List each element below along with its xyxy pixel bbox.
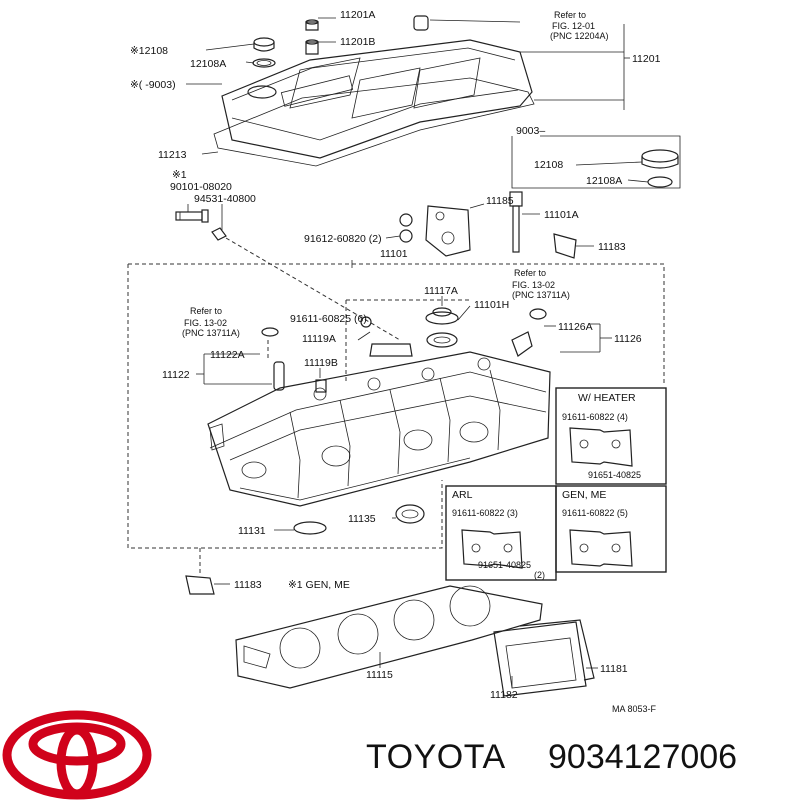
label-11183-top: 11183	[598, 241, 626, 253]
label-11101A: 11101A	[544, 209, 579, 221]
refer2-line2: FIG. 13-02	[184, 318, 227, 328]
label-9003: 9003–	[516, 125, 545, 137]
label-12108A: 12108A	[190, 58, 226, 70]
label-ma-code: MA 8053-F	[612, 704, 657, 714]
label-11115: 11115	[366, 669, 393, 681]
label-11126A: 11126A	[558, 321, 593, 333]
valve-cover	[221, 39, 533, 159]
plug-11183-lower	[185, 548, 215, 595]
arl-part2-qty: (2)	[534, 570, 545, 580]
label-91612: 91612-60820 (2)	[304, 233, 382, 245]
plug-tube-11126A	[511, 308, 547, 357]
arl-part2: 91651-40825	[478, 560, 531, 570]
label-11126: 11126	[614, 333, 642, 345]
grommet-parts	[305, 15, 429, 55]
manifold-plates	[493, 619, 595, 697]
refer3-line2: FIG. 13-02	[512, 280, 555, 290]
bolt-90101	[175, 209, 209, 223]
label-12108-right: 12108	[534, 159, 563, 171]
label-11101H: 11101H	[474, 299, 509, 311]
label-11181: 11181	[600, 663, 628, 675]
label-11122: 11122	[162, 369, 190, 381]
heater-part1: 91611-60822 (4)	[562, 412, 628, 422]
valve-cover-gasket	[213, 77, 535, 167]
box-gen-me	[555, 485, 667, 573]
engine-hanger-11185	[425, 205, 471, 257]
refer1-line2: FIG. 12-01	[552, 21, 595, 31]
label-11183-lower: 11183	[234, 579, 262, 591]
label-90101: 90101-08020	[170, 181, 232, 193]
label-11122A: 11122A	[210, 349, 245, 361]
label-11182: 11182	[490, 689, 518, 701]
arl-part1: 91611-60822 (3)	[452, 508, 518, 518]
part-number: 9034127006	[548, 738, 738, 776]
label-11201: 11201	[632, 53, 661, 65]
refer1-line1: Refer to	[554, 10, 586, 20]
heater-part2: 91651-40825	[588, 470, 641, 480]
cylinder-head-11101	[207, 351, 551, 507]
label-11101: 11101	[380, 248, 408, 260]
cam-seals	[293, 504, 425, 535]
label-94531: 94531-40800	[194, 193, 256, 205]
box-w-heater	[555, 387, 667, 485]
label-11131: 11131	[238, 525, 266, 537]
genme-part1: 91611-60822 (5)	[562, 508, 628, 518]
refer1-line3: (PNC 12204A)	[550, 31, 609, 41]
brand-name: TOYOTA	[366, 738, 506, 776]
label-11201B: 11201B	[340, 36, 375, 48]
heater-title: W/ HEATER	[578, 392, 636, 404]
head-bolt-11101A	[509, 191, 523, 253]
plug-11183	[553, 233, 577, 259]
oil-filler-cap	[252, 37, 276, 68]
label-12108: ※12108	[130, 45, 168, 57]
label-11201A: 11201A	[340, 9, 375, 21]
label-11119B: 11119B	[304, 357, 338, 369]
refer2-line3: (PNC 13711A)	[182, 328, 240, 338]
refer2-line1: Refer to	[190, 306, 222, 316]
valve-cover-grommet	[425, 307, 459, 348]
arl-title: ARL	[452, 489, 473, 501]
label-mark-1: ※1	[172, 169, 187, 181]
label-11117A: 11117A	[424, 285, 458, 297]
label-11213: 11213	[158, 149, 187, 161]
label-91611-60825: 91611-60825 (6)	[290, 313, 367, 325]
logo-vertical-ellipse	[56, 725, 98, 799]
clip-11119A	[360, 316, 413, 357]
genme-title: GEN, ME	[562, 489, 606, 501]
label-11135: 11135	[348, 513, 376, 525]
valve-guide	[261, 327, 327, 393]
label-11119A: 11119A	[302, 333, 336, 345]
washer-94531	[211, 227, 227, 241]
label-9003-range: ※( -9003)	[130, 79, 176, 91]
label-gen-me-note: ※1 GEN, ME	[288, 579, 350, 591]
refer3-line1: Refer to	[514, 268, 546, 278]
oil-filler-cap-alt	[641, 149, 679, 188]
label-11185: 11185	[486, 195, 514, 207]
refer3-line3: (PNC 13711A)	[512, 290, 570, 300]
label-12108A-right: 12108A	[586, 175, 622, 187]
